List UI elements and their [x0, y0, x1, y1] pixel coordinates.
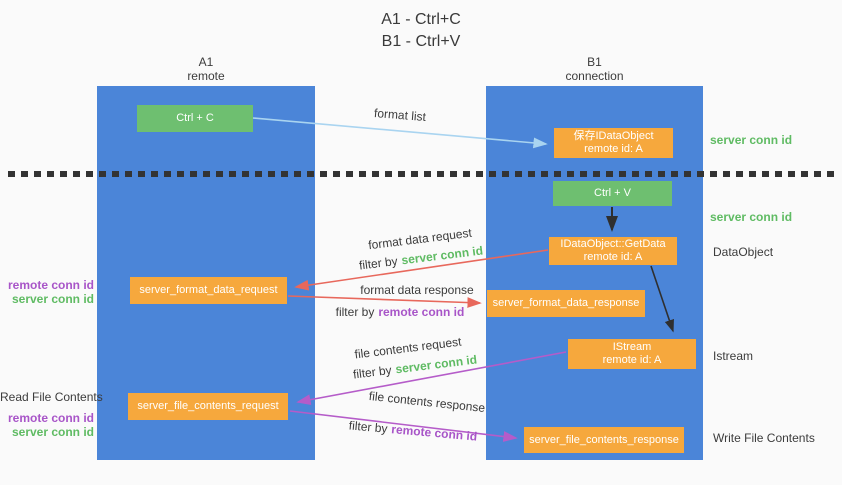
read-file-contents-annotation: Read File Contents [0, 390, 103, 404]
server-format-data-response-label: server_format_data_response [492, 297, 640, 309]
istream-subtitle: remote id: A [602, 354, 662, 366]
filter-by-text: filter by [352, 362, 393, 382]
left-conn-id-annotations-bottom: remote conn id server conn id [0, 411, 94, 439]
server-conn-id-text: server conn id [394, 352, 478, 377]
write-file-contents-annotation: Write File Contents [713, 431, 815, 445]
getdata-subtitle: remote id: A [583, 251, 643, 263]
lifeline-b1-name: B1 [587, 55, 602, 69]
save-idataobject-title: 保存IDataObject [573, 130, 654, 142]
server-conn-id-annotation-mid: server conn id [710, 210, 793, 224]
filter-by-text: filter by [335, 305, 375, 319]
ctrl-v-node: Ctrl + V [553, 181, 672, 206]
lifeline-b1-role: connection [565, 69, 624, 83]
save-idataobject-subtitle: remote id: A [584, 143, 643, 155]
getdata-title: IDataObject::GetData [560, 238, 666, 250]
server-conn-id-text: server conn id [400, 243, 484, 268]
diagram-title-line1: A1 - Ctrl+C [381, 11, 461, 28]
filter-by-text: filter by [348, 418, 389, 436]
server-conn-id-annotation: server conn id [11, 425, 94, 439]
idataobject-getdata-node: IDataObject::GetData remote id: A [549, 237, 677, 265]
ctrl-c-node: Ctrl + C [137, 105, 253, 132]
left-conn-id-annotations-mid: remote conn id server conn id [0, 278, 94, 306]
lifeline-header-b1: B1 connection [486, 55, 703, 83]
ctrl-c-label: Ctrl + C [176, 112, 214, 124]
remote-conn-id-text: remote conn id [378, 305, 465, 319]
lifeline-header-a1: A1 remote [97, 55, 315, 83]
istream-annotation: Istream [713, 349, 754, 363]
server-file-contents-request-label: server_file_contents_request [137, 400, 279, 412]
server-conn-id-annotation: server conn id [11, 292, 94, 306]
file-contents-response-label: file contents response [368, 388, 486, 416]
istream-node: IStream remote id: A [568, 339, 696, 369]
arrow-format-data-response [287, 295, 482, 308]
server-conn-id-annotation-top: server conn id [710, 133, 793, 147]
diagram-title-line2: B1 - Ctrl+V [381, 33, 461, 50]
remote-conn-id-annotation: remote conn id [7, 411, 94, 425]
server-format-data-response-node: server_format_data_response [487, 290, 645, 317]
server-format-data-request-label: server_format_data_request [139, 284, 278, 296]
lifeline-a1-name: A1 [198, 55, 214, 69]
save-idataobject-node: 保存IDataObject remote id: A [554, 128, 673, 158]
dataobject-annotation: DataObject [713, 245, 774, 259]
filter-by-text: filter by [358, 253, 399, 273]
remote-conn-id-text: remote conn id [390, 422, 478, 444]
server-format-data-request-node: server_format_data_request [130, 277, 287, 304]
lifeline-a1-role: remote [187, 69, 225, 83]
format-data-response-label: format data response [360, 283, 474, 297]
remote-conn-id-annotation: remote conn id [7, 278, 94, 292]
machine-separator-dotted-line [8, 171, 837, 177]
ctrl-v-label: Ctrl + V [594, 187, 631, 199]
server-file-contents-request-node: server_file_contents_request [128, 393, 288, 420]
format-list-label: format list [373, 105, 427, 125]
server-file-contents-response-node: server_file_contents_response [524, 427, 684, 453]
server-file-contents-response-label: server_file_contents_response [529, 433, 679, 446]
istream-title: IStream [612, 341, 652, 353]
